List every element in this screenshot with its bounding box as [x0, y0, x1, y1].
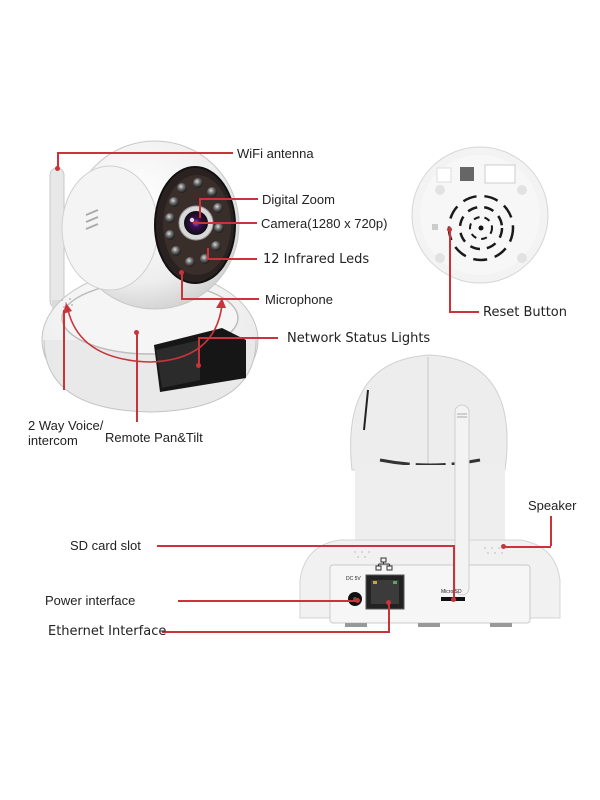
- callout-line: [449, 311, 479, 313]
- callout-line: [178, 600, 358, 602]
- label-intercom: intercom: [28, 433, 78, 448]
- callout-line: [198, 337, 200, 365]
- label-reset-button: Reset Button: [483, 305, 567, 320]
- callout-line: [57, 152, 233, 154]
- callout-line: [193, 222, 257, 224]
- label-sd-card-slot: SD card slot: [70, 538, 141, 553]
- label-remote-pan-tilt: Remote Pan&Tilt: [105, 430, 203, 445]
- callout-line: [181, 298, 259, 300]
- label-two-way-voice: 2 Way Voice/: [28, 418, 104, 433]
- callout-line: [136, 332, 138, 422]
- callout-dot: [196, 363, 201, 368]
- callout-line: [449, 229, 451, 312]
- callout-dot: [451, 597, 456, 602]
- callout-line: [453, 545, 455, 600]
- callout-line: [388, 602, 390, 632]
- callout-line: [199, 198, 201, 218]
- callout-line: [199, 198, 258, 200]
- callout-line: [207, 248, 209, 259]
- port-text-micro-sd: Micro SD: [441, 589, 462, 595]
- label-ethernet-interface: Ethernet Interface: [48, 624, 167, 639]
- label-infrared-leds: 12 Infrared Leds: [263, 252, 370, 267]
- callout-line: [550, 516, 552, 546]
- label-camera-resolution: Camera(1280 x 720p): [261, 216, 388, 231]
- label-speaker: Speaker: [528, 498, 577, 513]
- callout-line: [181, 272, 183, 299]
- callout-dot: [386, 600, 391, 605]
- callout-line: [57, 152, 59, 169]
- callout-dot: [501, 544, 506, 549]
- label-microphone: Microphone: [265, 292, 333, 307]
- port-text-dc: DC 5V: [346, 576, 361, 582]
- callout-dot: [179, 270, 184, 275]
- callout-dot: [447, 227, 452, 232]
- callout-line: [157, 545, 454, 547]
- callout-line: [162, 631, 390, 633]
- callout-line: [198, 337, 278, 339]
- label-wifi-antenna: WiFi antenna: [237, 146, 314, 161]
- callout-dot: [55, 166, 60, 171]
- callout-dot: [355, 598, 360, 603]
- label-power-interface: Power interface: [45, 593, 136, 608]
- callout-line: [505, 546, 551, 548]
- callout-line: [63, 310, 65, 390]
- label-digital-zoom: Digital Zoom: [262, 192, 335, 207]
- label-network-status-lights: Network Status Lights: [287, 331, 431, 346]
- callout-dot: [134, 330, 139, 335]
- callout-line: [207, 258, 257, 260]
